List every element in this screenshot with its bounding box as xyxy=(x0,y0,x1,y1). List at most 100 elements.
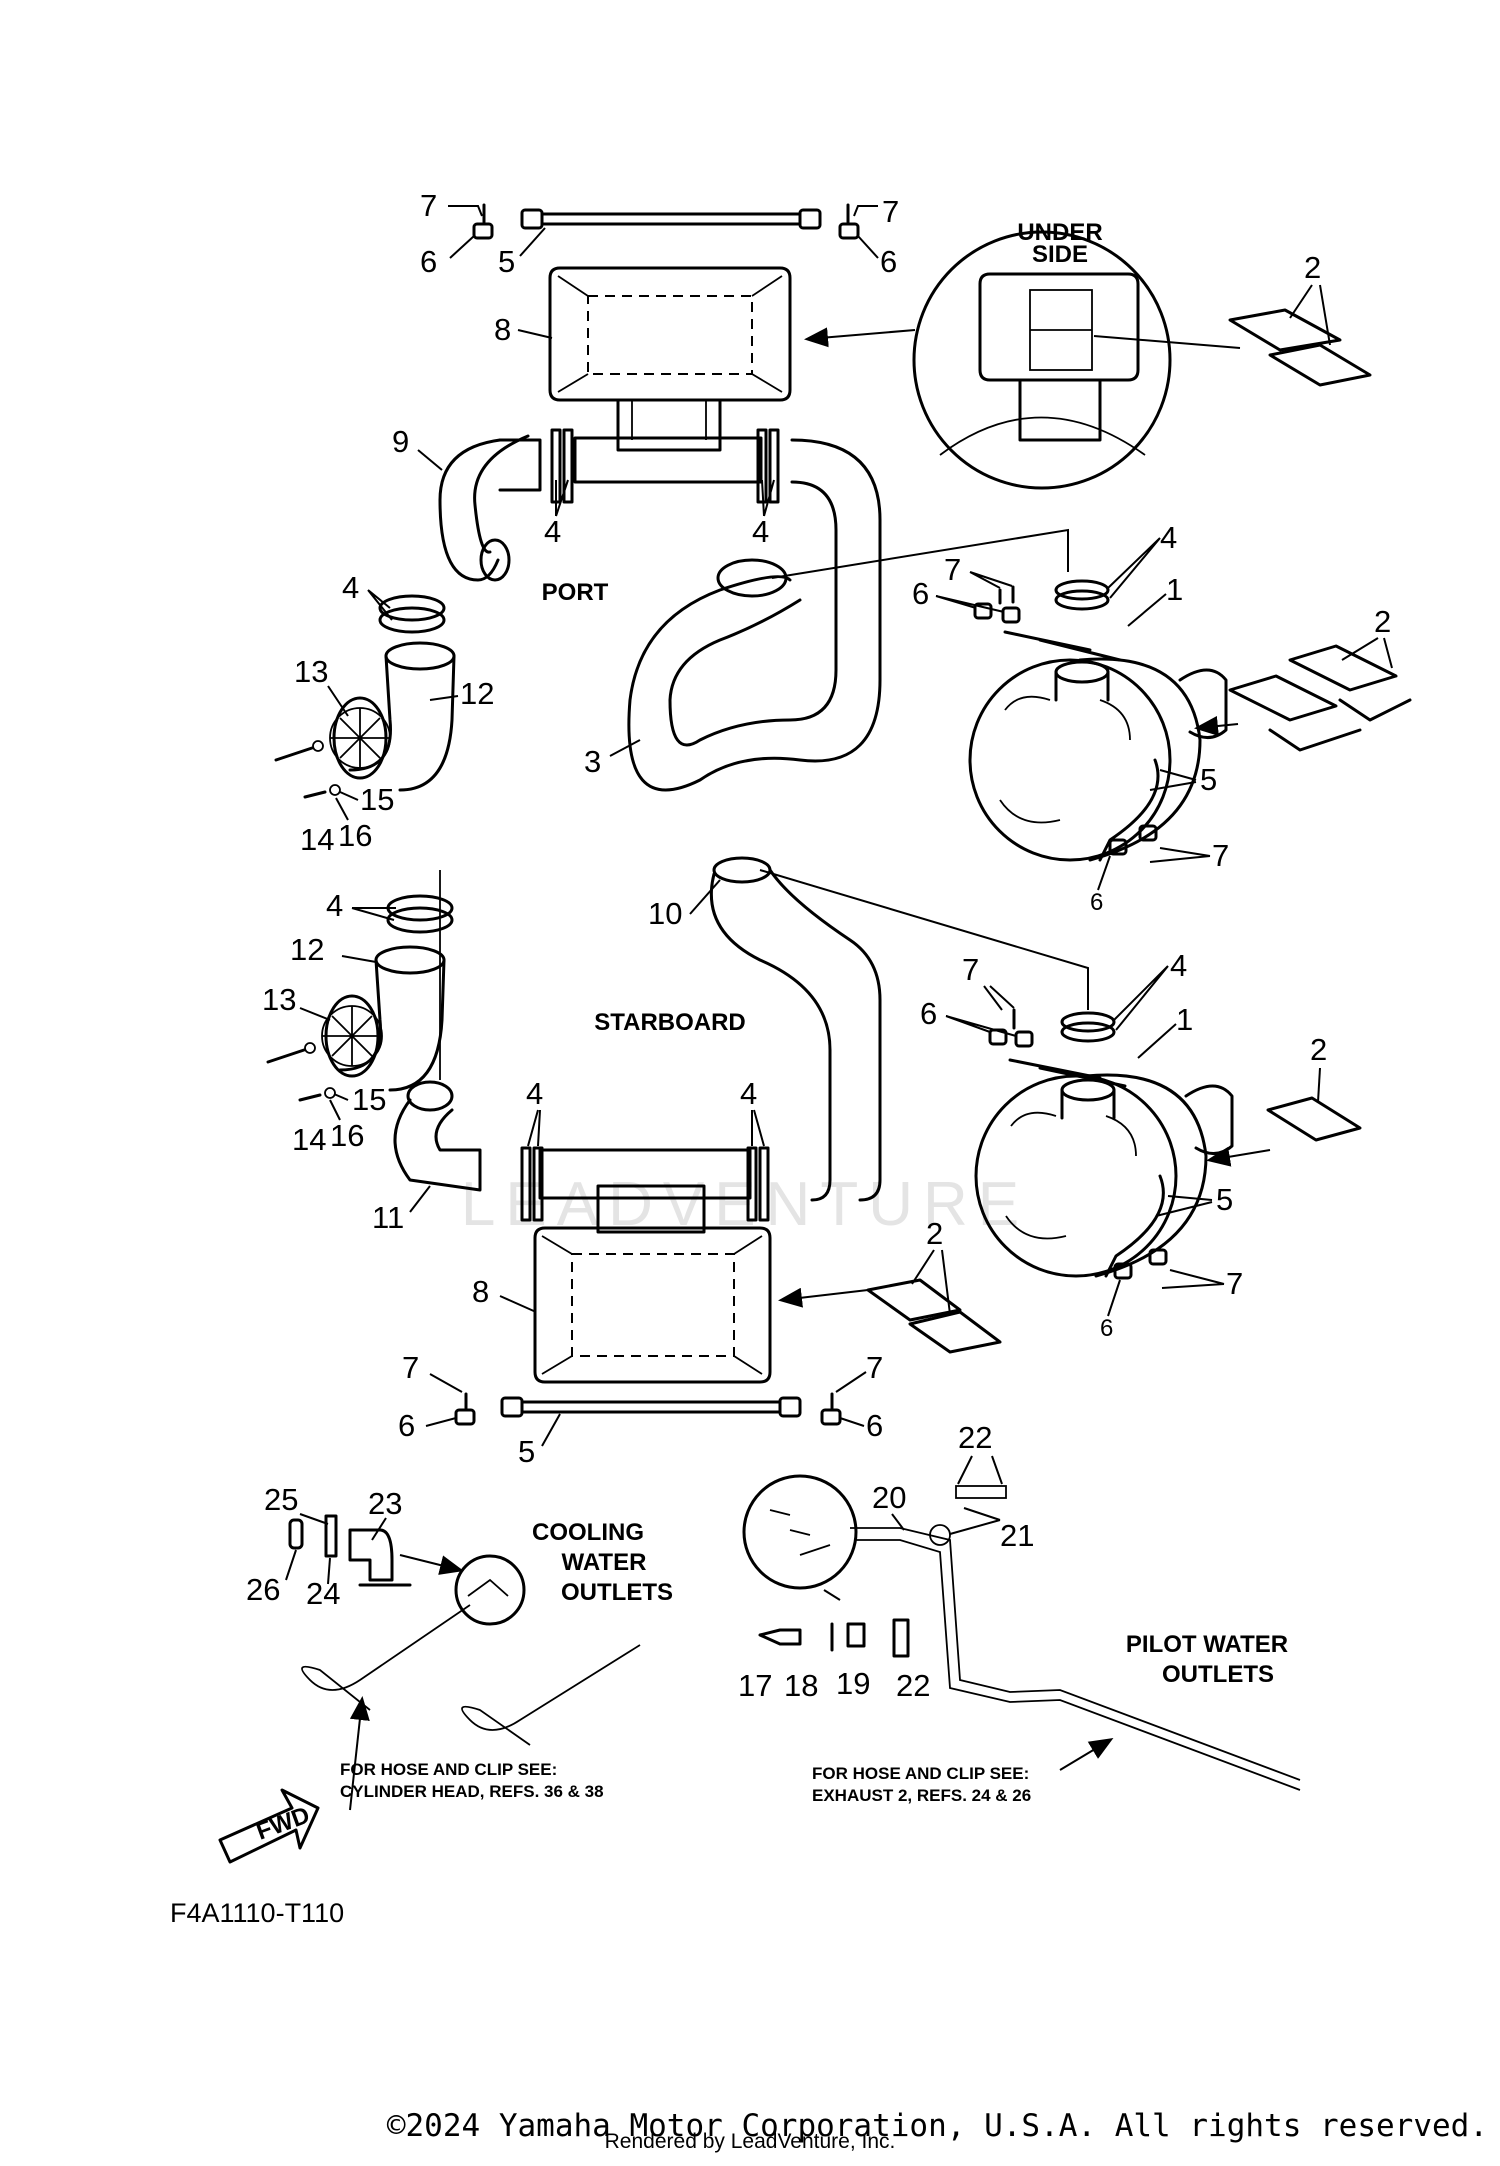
clamp-part-4-port-loose[interactable] xyxy=(378,594,446,634)
callout-1: 1 xyxy=(1166,572,1183,607)
cooling-caption-3: OUTLETS xyxy=(561,1579,673,1606)
pilot-ref-arrow xyxy=(1059,1737,1114,1771)
callout-6: 6 xyxy=(920,996,937,1031)
clamp-part-4-stbd-left[interactable] xyxy=(520,1146,544,1222)
callout-4: 4 xyxy=(342,570,359,605)
clamp-part-4-stbd-loose[interactable] xyxy=(386,894,454,934)
clip-part-6-stbd-filter-low[interactable] xyxy=(1113,1248,1168,1280)
pilot-caption-2: OUTLETS xyxy=(1162,1661,1274,1688)
callout-12: 12 xyxy=(460,676,494,711)
clip-part-6-bottom-right[interactable] xyxy=(820,1392,842,1426)
pad-part-2-port[interactable] xyxy=(1228,644,1412,752)
pad-part-2-stbd[interactable] xyxy=(1266,1096,1362,1142)
callout-6: 6 xyxy=(880,244,897,279)
pad-arrow-stbd xyxy=(778,1287,869,1308)
callout-18: 18 xyxy=(784,1668,818,1703)
fitting-parts-17-19[interactable] xyxy=(758,1618,910,1658)
pad-part-2-top[interactable] xyxy=(1228,308,1372,387)
cooling-ref-arrow xyxy=(349,1696,370,1811)
clip-part-6-bottom-left[interactable] xyxy=(454,1392,476,1426)
elbow-part-12-stbd[interactable] xyxy=(324,945,446,1092)
air-filter-part-1-port[interactable] xyxy=(968,657,1228,862)
clip-part-6-top-right[interactable] xyxy=(838,203,860,240)
hose-part-3[interactable] xyxy=(627,438,882,792)
clip-part-6-port-filter[interactable] xyxy=(973,585,1021,624)
callout-7: 7 xyxy=(962,952,979,987)
clip-part-6-stbd-filter[interactable] xyxy=(988,1008,1034,1048)
clip-part-6-top-left[interactable] xyxy=(472,203,494,240)
callout-2: 2 xyxy=(1304,250,1321,285)
filter-arrow-stbd xyxy=(1206,1146,1271,1167)
fitting-part-22-top[interactable] xyxy=(955,1485,1007,1499)
forward-arrow-icon: FWD xyxy=(218,1788,320,1864)
clamp-part-4-port-right[interactable] xyxy=(756,428,780,504)
hose-part-11[interactable] xyxy=(393,1080,482,1192)
under-side-caption-1: UNDER xyxy=(1017,219,1102,246)
callout-4: 4 xyxy=(544,514,561,549)
under-side-inset: UNDER SIDE xyxy=(912,219,1172,490)
callout-23: 23 xyxy=(368,1486,402,1521)
hose-part-10[interactable] xyxy=(709,856,882,1202)
note-left-line-1: FOR HOSE AND CLIP SEE: xyxy=(340,1760,557,1779)
clamp-part-4-stbd-right[interactable] xyxy=(746,1146,770,1222)
elbow-part-12-port[interactable] xyxy=(332,641,456,792)
callout-7: 7 xyxy=(882,194,899,229)
port-caption: PORT xyxy=(542,579,609,606)
strap-part-5-top[interactable] xyxy=(520,208,822,230)
callout-22: 22 xyxy=(896,1668,930,1703)
cooling-caption-2: WATER xyxy=(562,1549,647,1576)
callout-25: 25 xyxy=(264,1482,298,1517)
callout-4: 4 xyxy=(526,1076,543,1111)
outlet-fitting-parts-23-26[interactable] xyxy=(288,1514,412,1587)
air-box-part-8-port[interactable] xyxy=(548,266,792,484)
callout-4: 4 xyxy=(326,888,343,923)
callout-8: 8 xyxy=(472,1274,489,1309)
callout-6: 6 xyxy=(912,576,929,611)
callout-17: 17 xyxy=(738,1668,772,1703)
callout-7: 7 xyxy=(402,1350,419,1385)
cover-plate-part-13-stbd[interactable] xyxy=(321,1005,383,1067)
pilot-hose-part-20[interactable] xyxy=(850,1524,1301,1791)
screw-parts-14-15-16-port[interactable] xyxy=(274,740,341,799)
callout-24: 24 xyxy=(306,1576,340,1611)
callout-26: 26 xyxy=(246,1572,280,1607)
note-left-line-2: CYLINDER HEAD, REFS. 36 & 38 xyxy=(340,1782,604,1801)
clamp-part-4-stbd-filter[interactable] xyxy=(1060,1011,1116,1043)
callout-2: 2 xyxy=(1310,1032,1327,1067)
clip-part-6-port-filter-low[interactable] xyxy=(1108,824,1158,856)
cooling-caption-1: COOLING xyxy=(532,1519,644,1546)
callout-19: 19 xyxy=(836,1666,870,1701)
cooling-hose-loops xyxy=(301,1604,641,1746)
inset-arrow-top xyxy=(804,327,916,348)
cooling-arrow xyxy=(399,1554,464,1575)
hose-part-9[interactable] xyxy=(438,434,542,582)
strap-part-5-port[interactable] xyxy=(1003,630,1160,862)
callout-7: 7 xyxy=(1212,838,1229,873)
callout-16: 16 xyxy=(330,1118,364,1153)
pilot-caption-1: PILOT WATER xyxy=(1126,1631,1288,1658)
callout-6: 6 xyxy=(420,244,437,279)
strap-part-5-bottom[interactable] xyxy=(500,1396,802,1418)
cover-plate-part-13-port[interactable] xyxy=(329,707,391,769)
callout-4: 4 xyxy=(1160,520,1177,555)
screw-parts-14-15-16-stbd[interactable] xyxy=(266,1042,336,1102)
callout-5: 5 xyxy=(498,244,515,279)
note-right-line-2: EXHAUST 2, REFS. 24 & 26 xyxy=(812,1786,1031,1805)
rendered-by-text: Rendered by LeadVenture, Inc. xyxy=(604,2130,896,2153)
pad-part-2-stbd-lower[interactable] xyxy=(866,1278,1002,1354)
air-box-part-8-stbd[interactable] xyxy=(533,1148,772,1384)
callout-5: 5 xyxy=(1200,762,1217,797)
callout-2: 2 xyxy=(926,1216,943,1251)
callout-5: 5 xyxy=(1216,1182,1233,1217)
callout-6: 6 xyxy=(1100,1315,1113,1342)
callout-13: 13 xyxy=(294,654,328,689)
strap-part-5-stbd[interactable] xyxy=(1008,1058,1165,1278)
callout-2: 2 xyxy=(1374,604,1391,639)
callout-20: 20 xyxy=(872,1480,906,1515)
callout-15: 15 xyxy=(352,1082,386,1117)
callout-7: 7 xyxy=(420,188,437,223)
callout-6: 6 xyxy=(1090,889,1103,916)
clamp-part-4-port-filter[interactable] xyxy=(1054,579,1110,611)
callout-4: 4 xyxy=(1170,948,1187,983)
